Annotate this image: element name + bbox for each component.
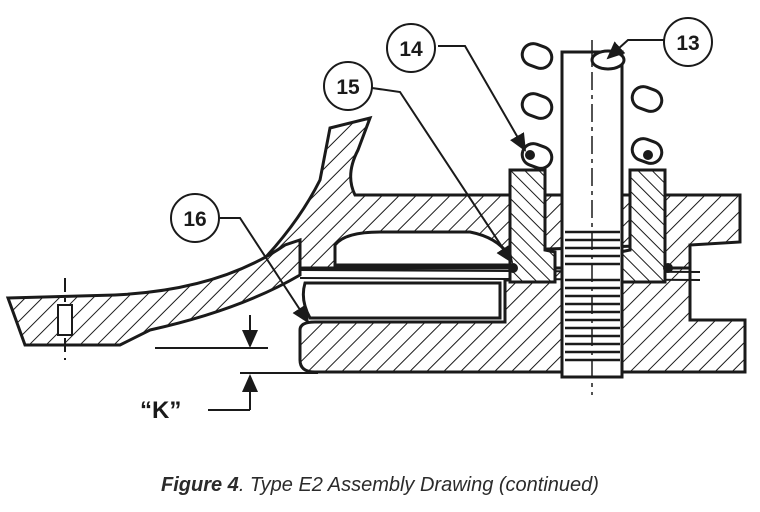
diaphragm-flange (5, 237, 302, 347)
figure-number: Figure 4 (161, 474, 239, 496)
figure-caption: Figure 4. Type E2 Assembly Drawing (cont… (0, 474, 760, 497)
leader-15 (371, 87, 514, 264)
stem-threads (565, 230, 620, 362)
callout-15: 15 (323, 61, 373, 111)
figure-caption-text: . Type E2 Assembly Drawing (continued) (238, 474, 599, 496)
leader-16 (218, 217, 310, 324)
lower-body-casting (298, 266, 747, 374)
flange-hole (57, 304, 73, 336)
leader-13 (606, 39, 665, 60)
svg-text:15: 15 (336, 76, 360, 99)
callout-16: 16 (170, 193, 220, 243)
callout-14: 14 (386, 23, 436, 73)
o-rings (508, 150, 673, 273)
svg-text:13: 13 (676, 32, 699, 55)
leader-lines (218, 39, 665, 324)
spring (520, 42, 664, 170)
svg-text:14: 14 (399, 38, 423, 61)
callout-13: 13 (663, 17, 713, 67)
dimension-k (155, 315, 318, 411)
left-bushing (508, 168, 557, 284)
dimension-k-label: “K” (140, 397, 181, 424)
leader-14 (438, 45, 526, 152)
assembly-drawing: “K” 13 14 15 16 (5, 17, 747, 424)
inner-cavity (333, 230, 512, 267)
lower-plate-gap (301, 281, 502, 320)
svg-text:16: 16 (183, 208, 206, 231)
